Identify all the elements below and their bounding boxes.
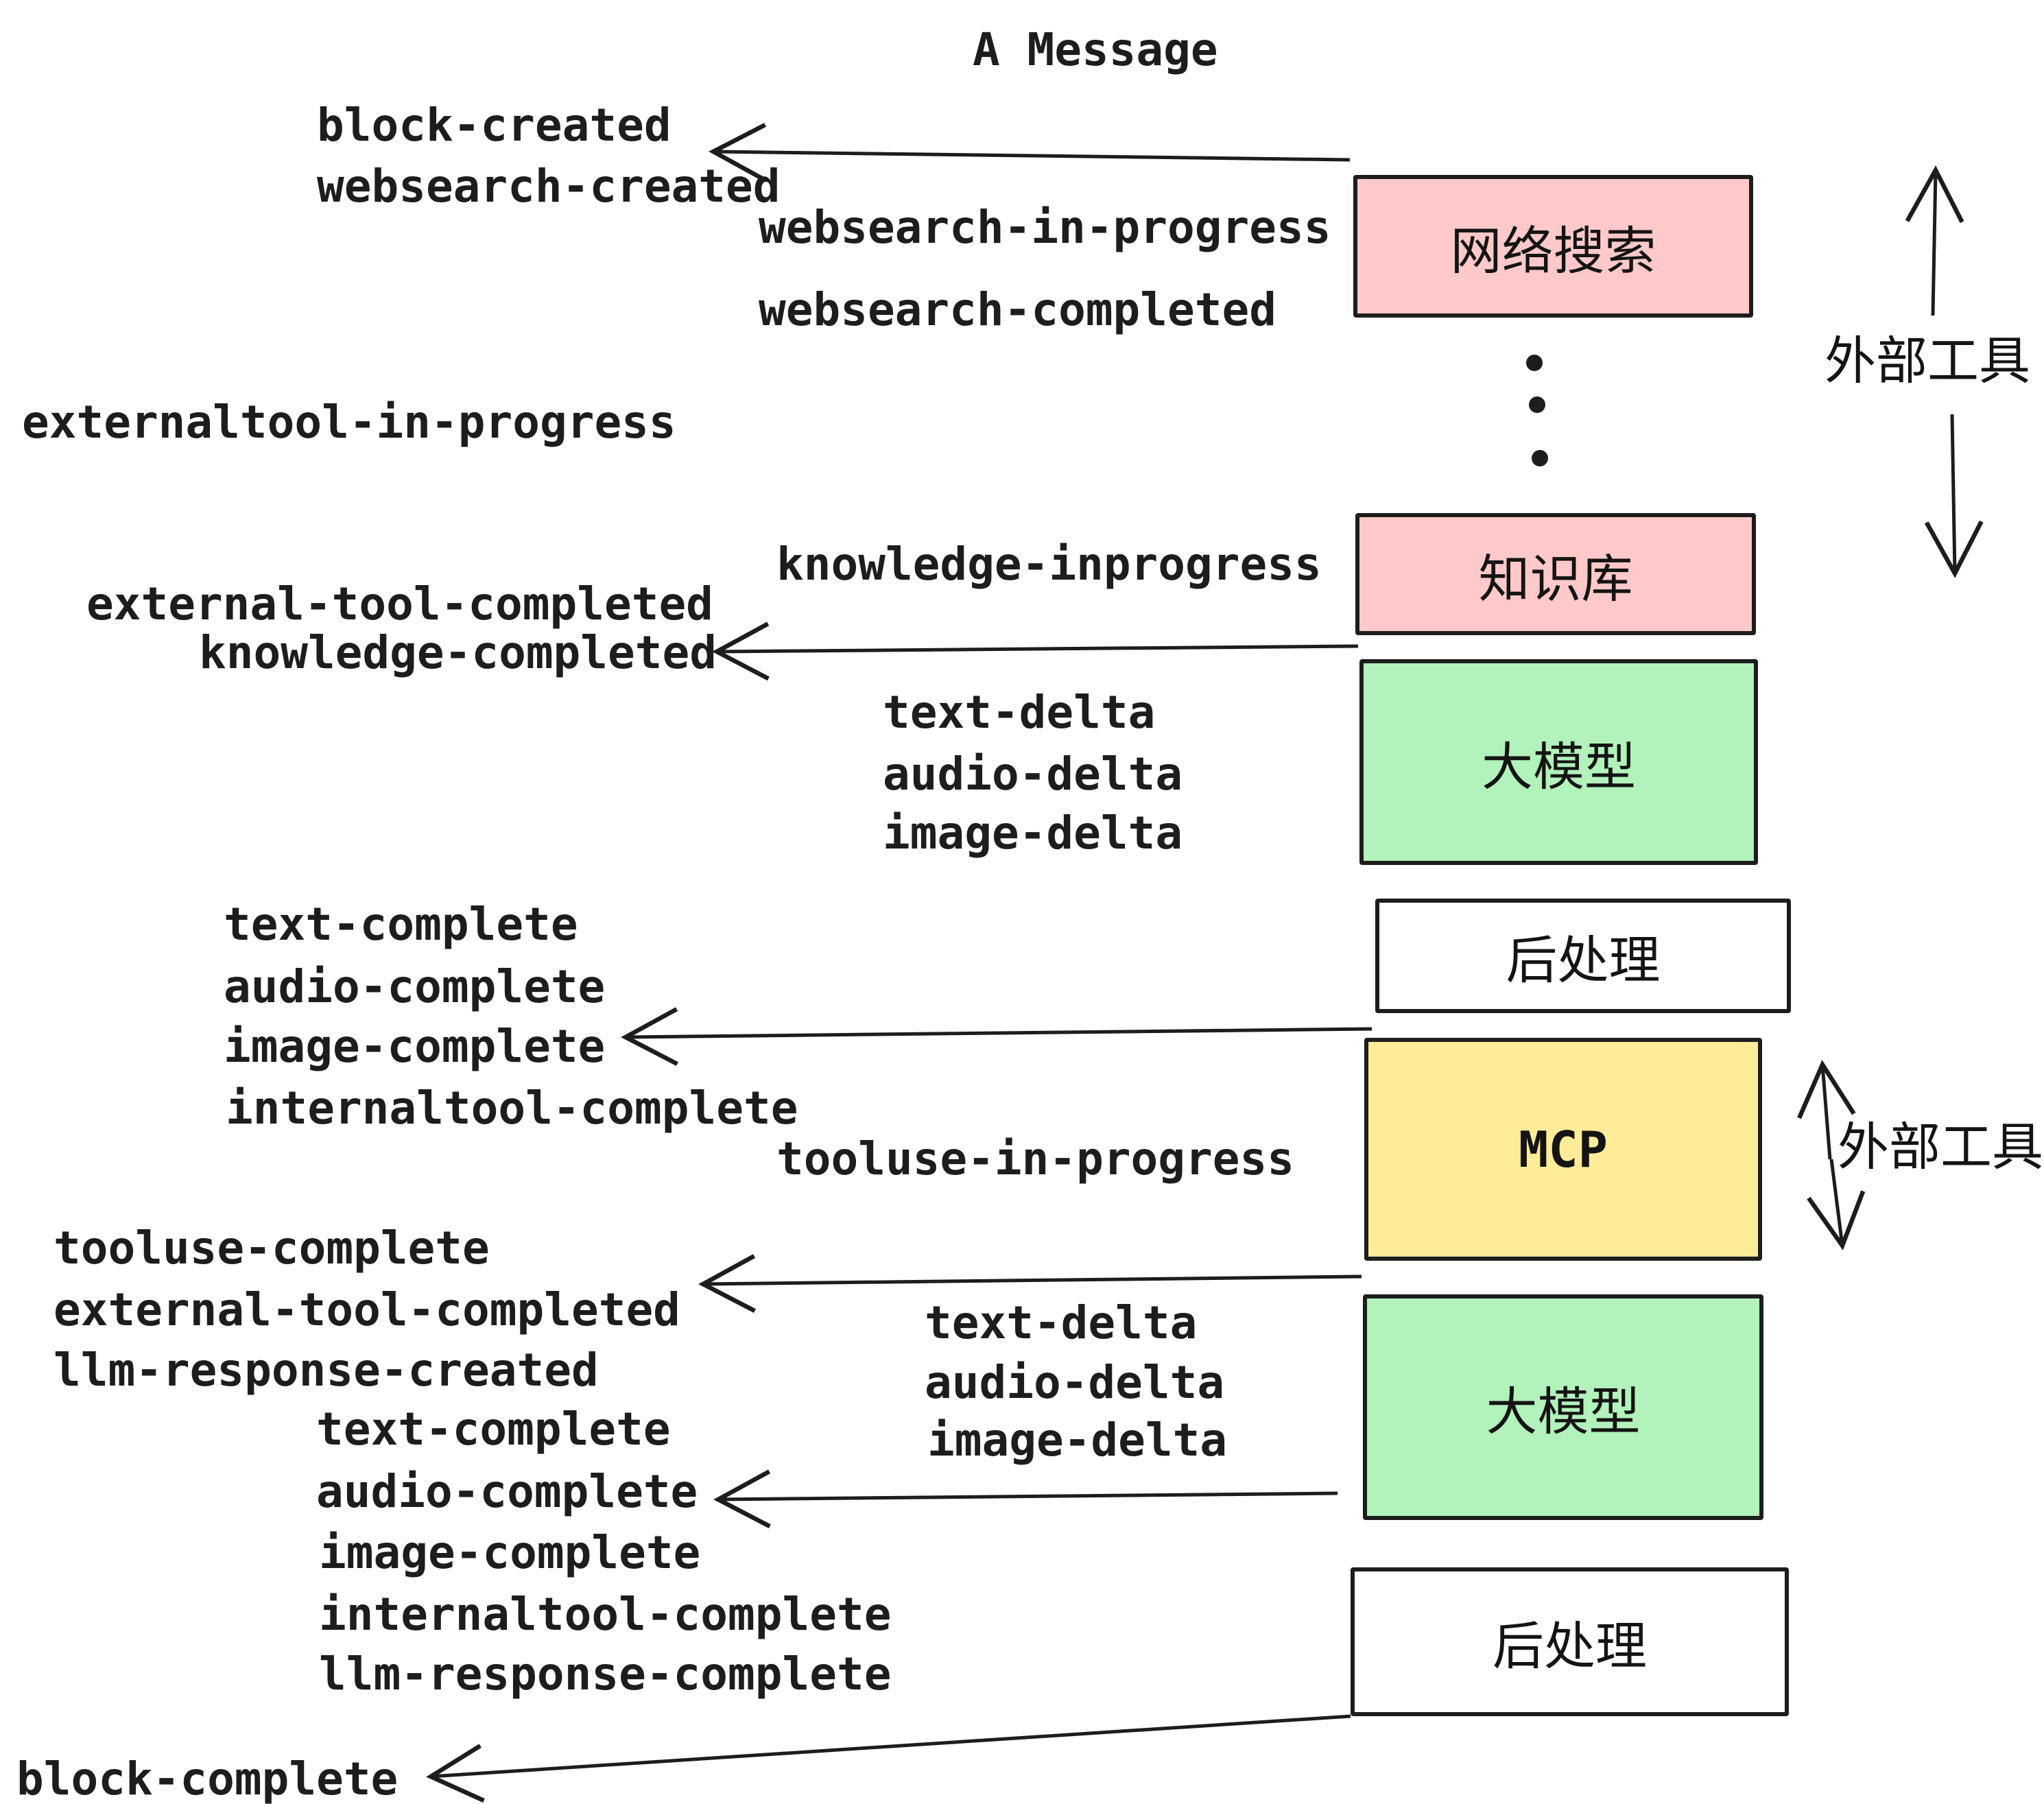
event-label-image-complete-2: image-complete bbox=[319, 1526, 701, 1579]
event-label-llm-response-created: llm-response-created bbox=[54, 1344, 599, 1397]
event-label-audio-delta-2: audio-delta bbox=[925, 1356, 1225, 1409]
event-label-image-delta-2: image-delta bbox=[927, 1414, 1228, 1467]
external-tools-down-arrow bbox=[1924, 414, 1984, 578]
event-label-tooluse-complete: tooluse-complete bbox=[54, 1222, 490, 1274]
event-label-websearch-completed: websearch-completed bbox=[759, 283, 1276, 336]
event-label-externaltool-in-progress: externaltool-in-progress bbox=[22, 396, 676, 449]
node-llm-1: 大模型 bbox=[1359, 659, 1758, 865]
event-label-text-complete: text-complete bbox=[224, 898, 578, 951]
node-llm-2-label: 大模型 bbox=[1486, 1383, 1641, 1440]
arrow-to-block-complete bbox=[426, 1714, 1351, 1803]
event-label-knowledge-inprogress: knowledge-inprogress bbox=[776, 538, 1322, 591]
event-label-tooluse-in-progress: tooluse-in-progress bbox=[776, 1132, 1294, 1185]
event-label-external-tool-completed: external-tool-completed bbox=[86, 578, 713, 630]
node-postprocess-2: 后处理 bbox=[1351, 1567, 1789, 1716]
ellipsis-dot bbox=[1532, 450, 1548, 466]
node-llm-1-label: 大模型 bbox=[1481, 737, 1636, 796]
node-websearch-label: 网络搜索 bbox=[1450, 222, 1656, 280]
event-label-audio-delta: audio-delta bbox=[883, 748, 1183, 800]
node-knowledge-label: 知识库 bbox=[1478, 549, 1633, 608]
node-mcp: MCP bbox=[1364, 1038, 1762, 1261]
node-postprocess-1: 后处理 bbox=[1375, 899, 1791, 1013]
event-label-block-created: block-created bbox=[317, 99, 672, 152]
ellipsis-dot bbox=[1529, 396, 1545, 413]
event-label-text-delta: text-delta bbox=[883, 686, 1156, 739]
arrow-llm-to-audio-complete bbox=[713, 1469, 1338, 1529]
external-tools-up-arrow bbox=[1905, 165, 1964, 316]
node-llm-2: 大模型 bbox=[1363, 1294, 1763, 1520]
event-label-knowledge-completed: knowledge-completed bbox=[199, 626, 717, 679]
arrow-mcp-to-tooluse-complete bbox=[698, 1254, 1362, 1314]
node-mcp-label: MCP bbox=[1518, 1120, 1608, 1178]
annotation-external-tools-2: 外部工具 bbox=[1838, 1118, 2044, 1176]
ellipsis-dot bbox=[1526, 355, 1543, 371]
event-label-audio-complete-2: audio-complete bbox=[316, 1465, 698, 1518]
arrow-to-knowledge-completed bbox=[712, 621, 1359, 681]
mcp-external-tools-up-arrow bbox=[1797, 1060, 1856, 1160]
node-postprocess-2-label: 后处理 bbox=[1492, 1617, 1647, 1675]
event-label-audio-complete: audio-complete bbox=[224, 960, 606, 1013]
node-postprocess-1-label: 后处理 bbox=[1506, 931, 1661, 989]
event-label-internaltool-complete: internaltool-complete bbox=[226, 1082, 798, 1135]
event-label-text-complete-2: text-complete bbox=[316, 1403, 671, 1456]
event-label-image-delta: image-delta bbox=[883, 807, 1183, 859]
event-label-block-complete: block-complete bbox=[16, 1753, 399, 1804]
arrow-websearch-to-block-created bbox=[709, 123, 1351, 182]
node-knowledge: 知识库 bbox=[1355, 513, 1756, 635]
event-label-websearch-in-progress: websearch-in-progress bbox=[759, 201, 1331, 254]
event-label-llm-response-complete: llm-response-complete bbox=[319, 1648, 892, 1700]
diagram-title: A Message bbox=[973, 23, 1218, 76]
arrow-to-image-complete bbox=[621, 1007, 1372, 1067]
node-websearch: 网络搜索 bbox=[1353, 175, 1753, 318]
annotation-external-tools-1: 外部工具 bbox=[1825, 332, 2031, 390]
event-label-image-complete: image-complete bbox=[224, 1020, 606, 1073]
event-label-text-delta-2: text-delta bbox=[925, 1296, 1198, 1349]
event-label-external-tool-completed-2: external-tool-completed bbox=[54, 1283, 680, 1336]
event-label-websearch-created: websearch-created bbox=[317, 160, 781, 213]
event-label-internaltool-complete-2: internaltool-complete bbox=[319, 1588, 892, 1641]
mcp-external-tools-down-arrow bbox=[1807, 1159, 1866, 1250]
